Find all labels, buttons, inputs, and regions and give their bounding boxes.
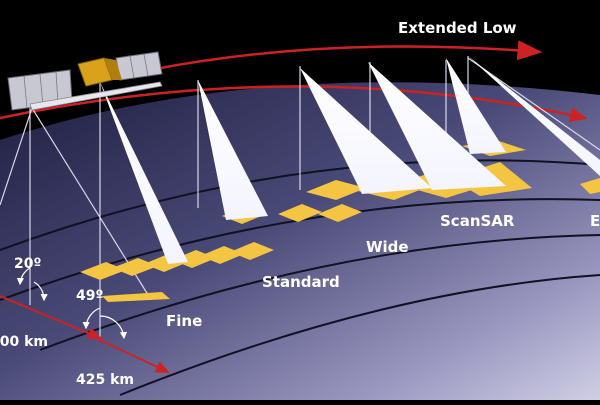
edge-beam bbox=[468, 56, 600, 176]
standard-footprint bbox=[80, 262, 126, 280]
distance-425-label: 425 km bbox=[76, 372, 134, 388]
scansar-label: ScanSAR bbox=[440, 212, 515, 230]
distance-line-500 bbox=[0, 295, 102, 339]
angle-arc-20-right bbox=[33, 281, 48, 302]
sar-antenna bbox=[29, 81, 163, 111]
scansar-beam bbox=[368, 62, 506, 190]
standard-beam bbox=[198, 80, 268, 220]
angle-arc-20 bbox=[16, 267, 31, 286]
angle-20-label: 20º bbox=[14, 256, 41, 272]
angle-arc-49 bbox=[82, 307, 101, 330]
satellite-body-side bbox=[104, 58, 122, 80]
solar-panel-grid bbox=[23, 71, 59, 109]
distance-node bbox=[97, 336, 103, 342]
angle-markers bbox=[16, 267, 128, 340]
extended-low-beam bbox=[446, 58, 506, 154]
radar-beams bbox=[100, 56, 600, 264]
distance-500-label: 500 km bbox=[0, 334, 48, 350]
partial-footprint bbox=[580, 178, 600, 194]
curvature-line bbox=[39, 234, 600, 351]
extended-low-label: Extended Low bbox=[398, 19, 517, 37]
standard-footprint bbox=[278, 204, 322, 222]
standard-footprint bbox=[318, 204, 362, 222]
orbit-path bbox=[0, 85, 588, 123]
wide-footprint bbox=[306, 180, 366, 200]
satellite-icon bbox=[7, 51, 163, 111]
fine-footprint bbox=[102, 292, 170, 302]
curvature-line bbox=[119, 274, 600, 396]
wide-label: Wide bbox=[366, 238, 409, 256]
standard-footprint bbox=[230, 242, 274, 260]
incidence-line bbox=[0, 107, 33, 206]
standard-label: Standard bbox=[262, 273, 340, 291]
distance-line-425 bbox=[99, 339, 170, 373]
fine-label: Fine bbox=[166, 312, 202, 330]
angle-49-label: 49º bbox=[76, 288, 103, 304]
angle-arc-49-right bbox=[99, 315, 128, 340]
standard-footprint bbox=[112, 258, 158, 276]
standard-footprint bbox=[200, 246, 244, 264]
edge-partial-label: E bbox=[590, 212, 600, 230]
extended-low-orbit-arrow bbox=[149, 40, 543, 72]
fine-beam bbox=[100, 82, 188, 264]
wide-beam bbox=[300, 68, 432, 194]
